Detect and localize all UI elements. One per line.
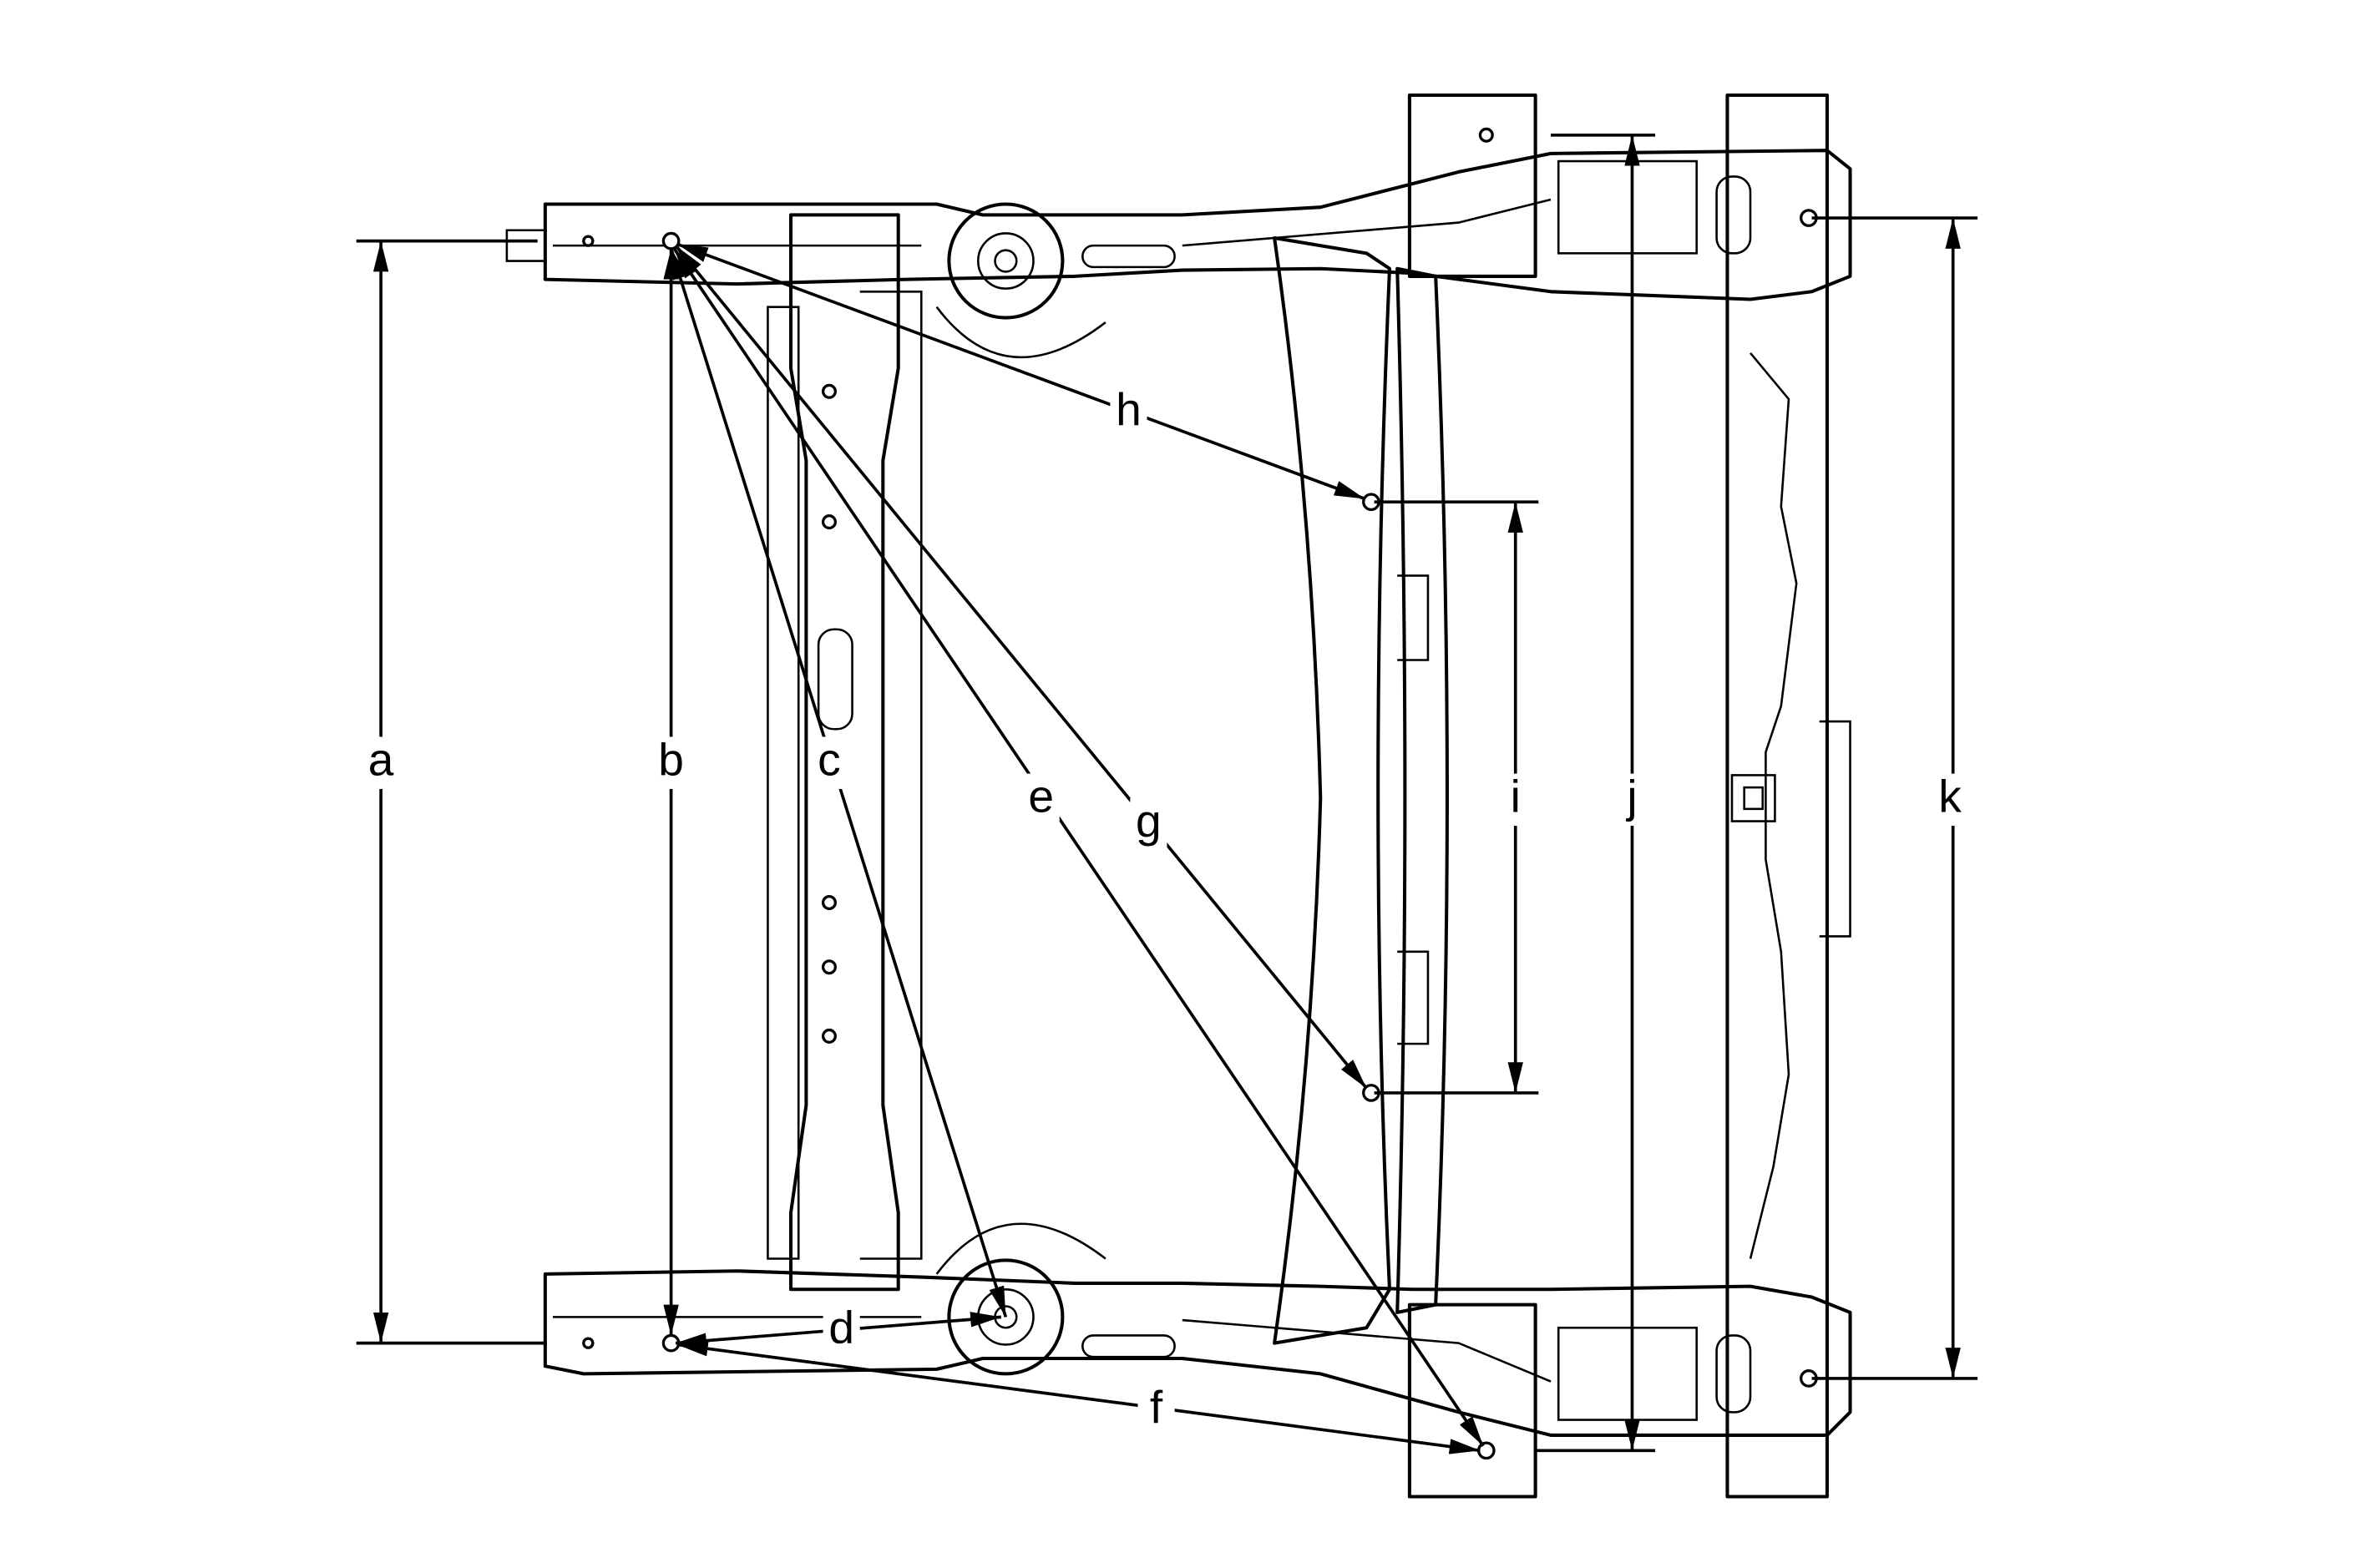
label-d: d [828, 1301, 854, 1353]
dim-f [676, 1341, 1481, 1454]
label-e: e [1028, 770, 1054, 822]
label-g: g [1136, 795, 1162, 847]
extension-lines [356, 133, 1978, 1453]
label-i: i [1511, 770, 1521, 822]
label-b: b [658, 733, 684, 785]
label-c: c [818, 733, 841, 785]
label-h: h [1116, 383, 1142, 435]
dim-e [672, 247, 1485, 1447]
dim-h [676, 242, 1366, 501]
dimension-labels: a b c d e f g h i j k [362, 383, 1972, 1437]
label-a: a [368, 733, 394, 785]
label-j: j [1625, 770, 1637, 822]
label-k: k [1938, 770, 1962, 822]
frame-drawing [505, 93, 1852, 1499]
dimension-lines [372, 134, 1961, 1454]
label-f: f [1150, 1381, 1163, 1433]
